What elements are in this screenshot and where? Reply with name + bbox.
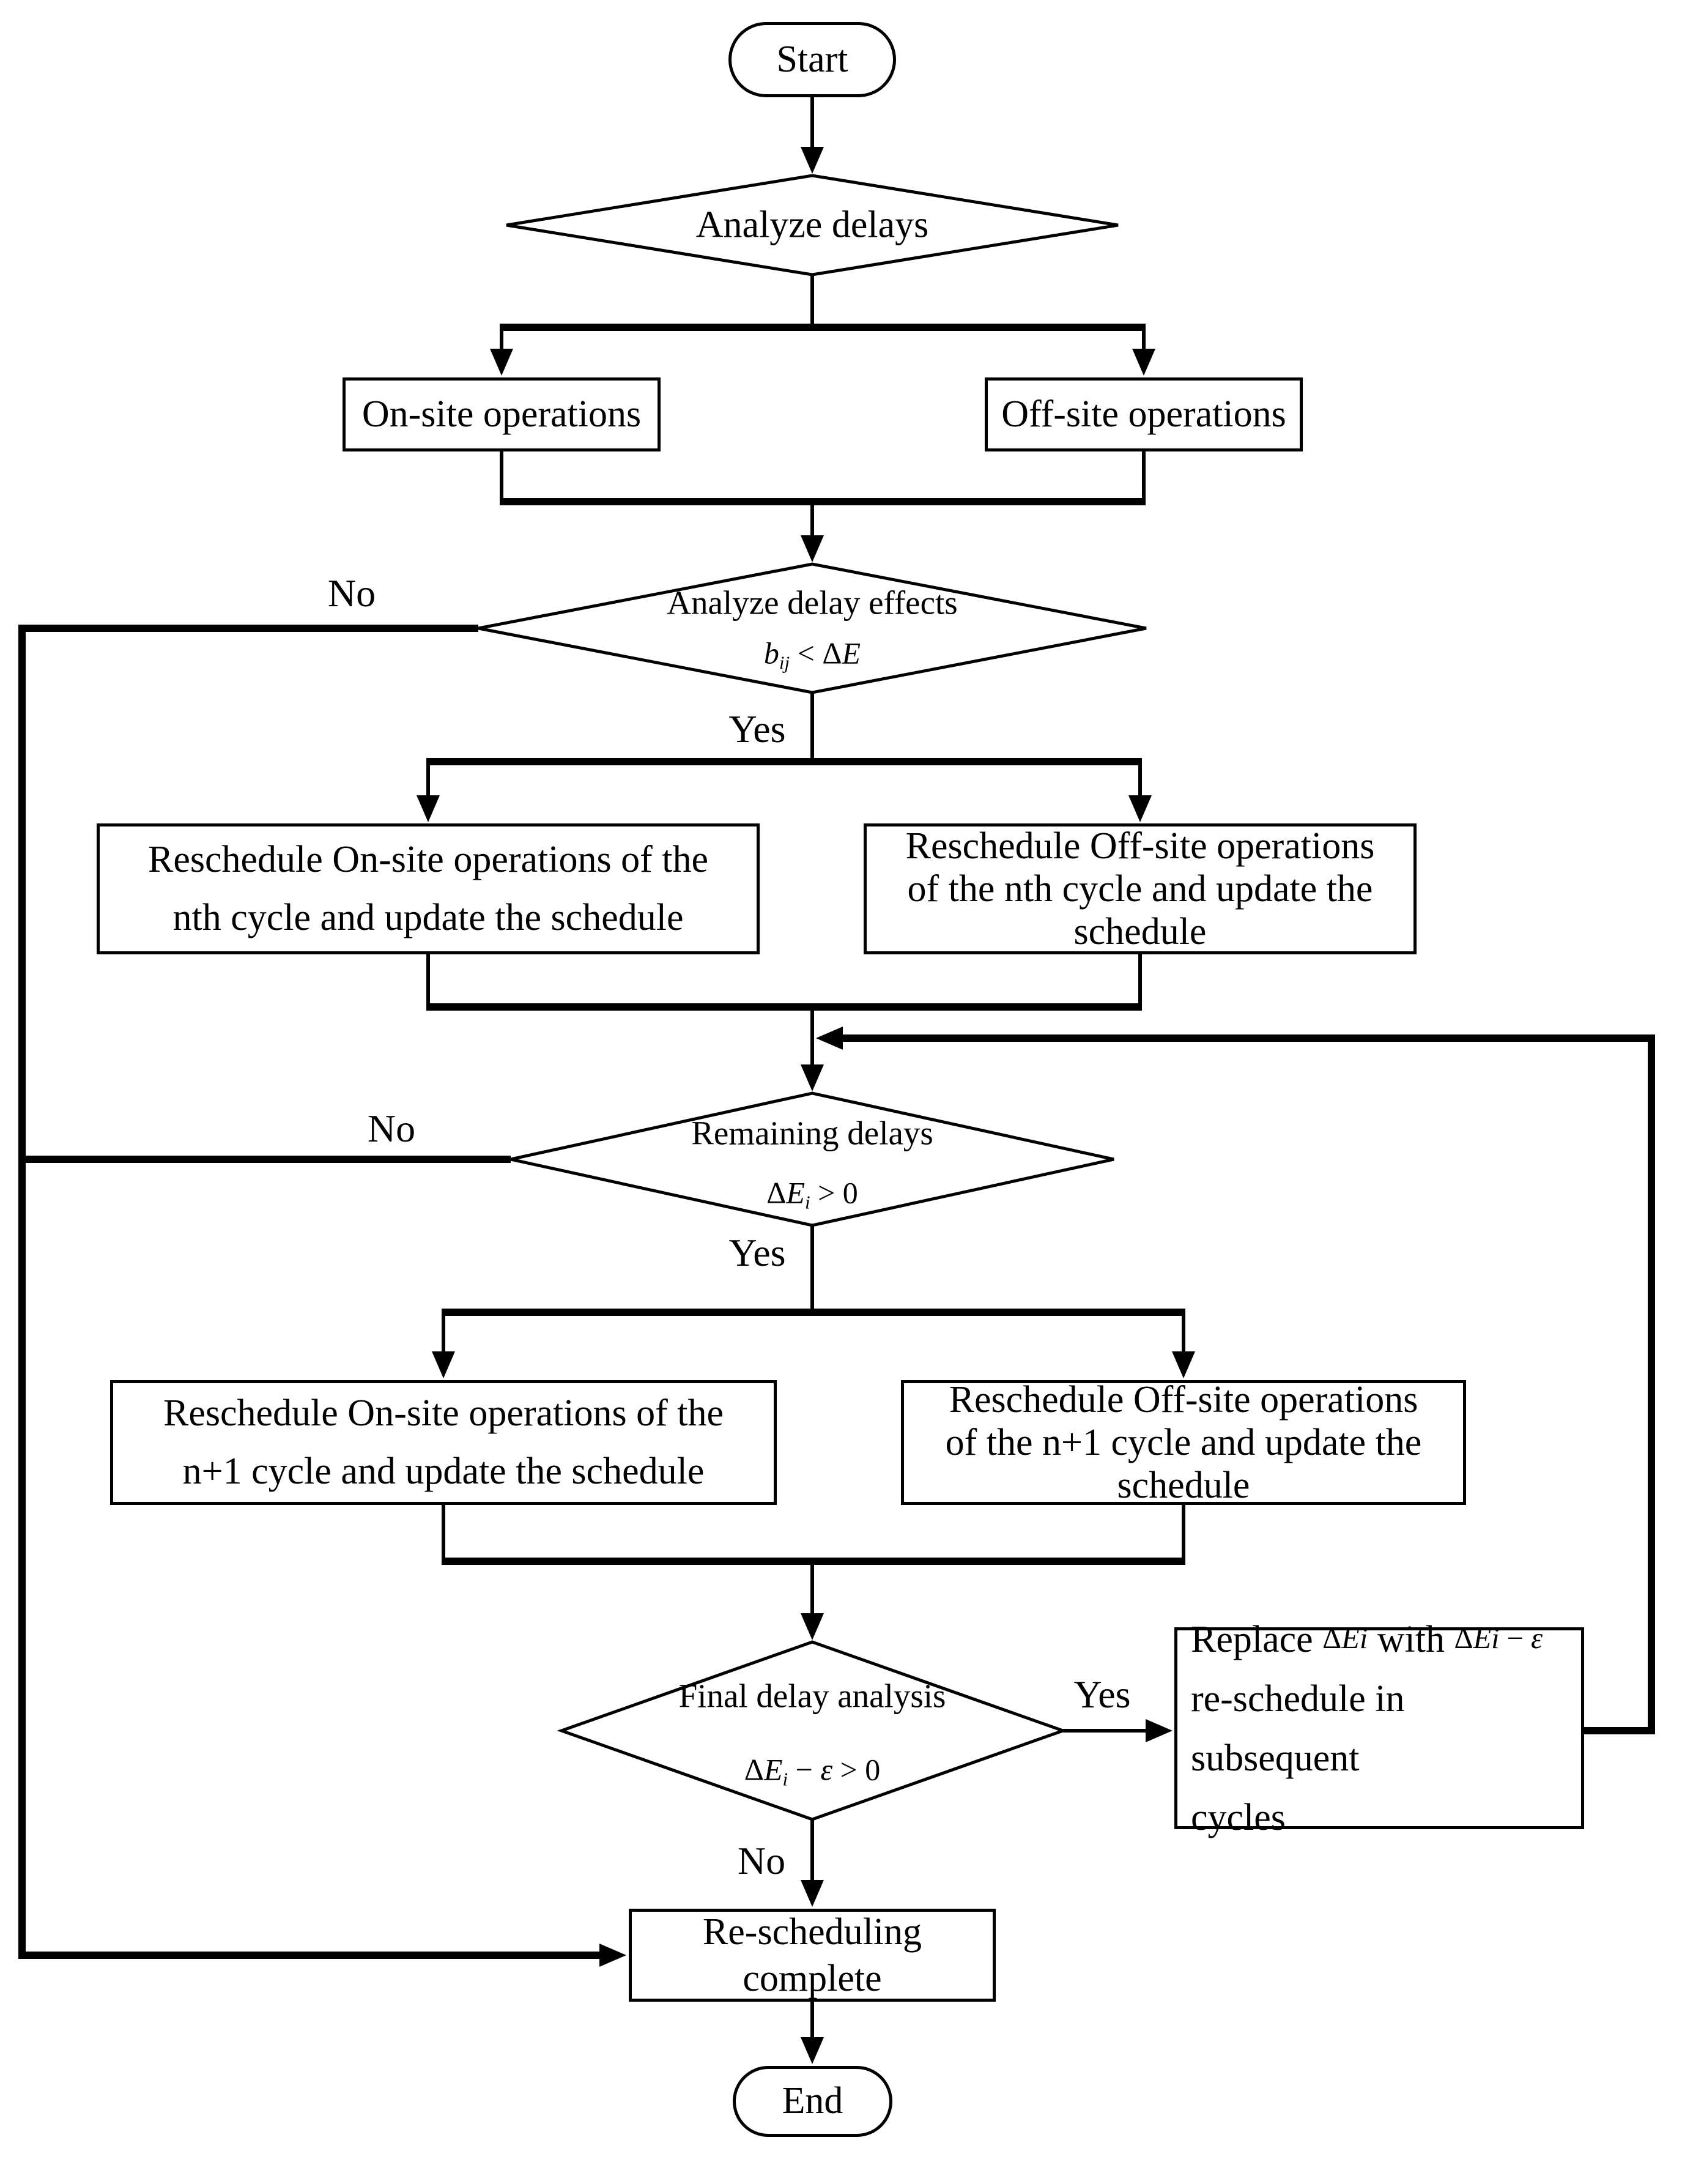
thin-connectors [426,97,1185,2043]
analyze-effects-label: Analyze delay effects [667,584,958,622]
analyze-delays-label: Analyze delays [695,204,929,246]
thick-connectors [18,324,1655,1959]
offsite-operations-label: Off-site operations [1001,393,1286,435]
final-analysis-formula: ΔEi − ε > 0 [744,1752,881,1790]
remaining-delays-formula: ΔEi > 0 [766,1175,858,1213]
end-label: End [782,2080,843,2122]
diamond-final-analysis [557,1640,1068,1821]
diamond-remaining-delays [510,1091,1114,1227]
diamond-analyze-delays [506,174,1119,277]
onsite-operations-node: On-site operations [343,377,661,451]
decision-diamonds [478,174,1147,1821]
edge-label-no-final: No [737,1839,786,1882]
start-label: Start [776,38,848,80]
edge-label-yes-remaining: Yes [728,1231,786,1274]
edge-label-no-remaining: No [367,1107,416,1150]
edge-label-yes-effects: Yes [728,707,786,751]
edge-label-no-effects: No [327,571,376,615]
edge-label-yes-final: Yes [1073,1673,1131,1716]
start-node: Start [728,22,896,97]
final-analysis-label: Final delay analysis [678,1677,946,1715]
end-node: End [733,2066,892,2137]
replace-delta-node: Replace ΔEi with ΔEi − ε re-schedule in … [1174,1619,1584,1838]
diamond-analyze-effects [478,562,1147,694]
onsite-operations-label: On-site operations [361,393,642,435]
offsite-operations-node: Off-site operations [985,377,1303,451]
analyze-effects-formula: bij < ΔE [763,636,861,674]
replace-line-formula: Replace ΔEi with ΔEi − ε [1191,1618,1543,1660]
arrowheads [417,147,1195,2064]
remaining-delays-label: Remaining delays [691,1114,933,1152]
